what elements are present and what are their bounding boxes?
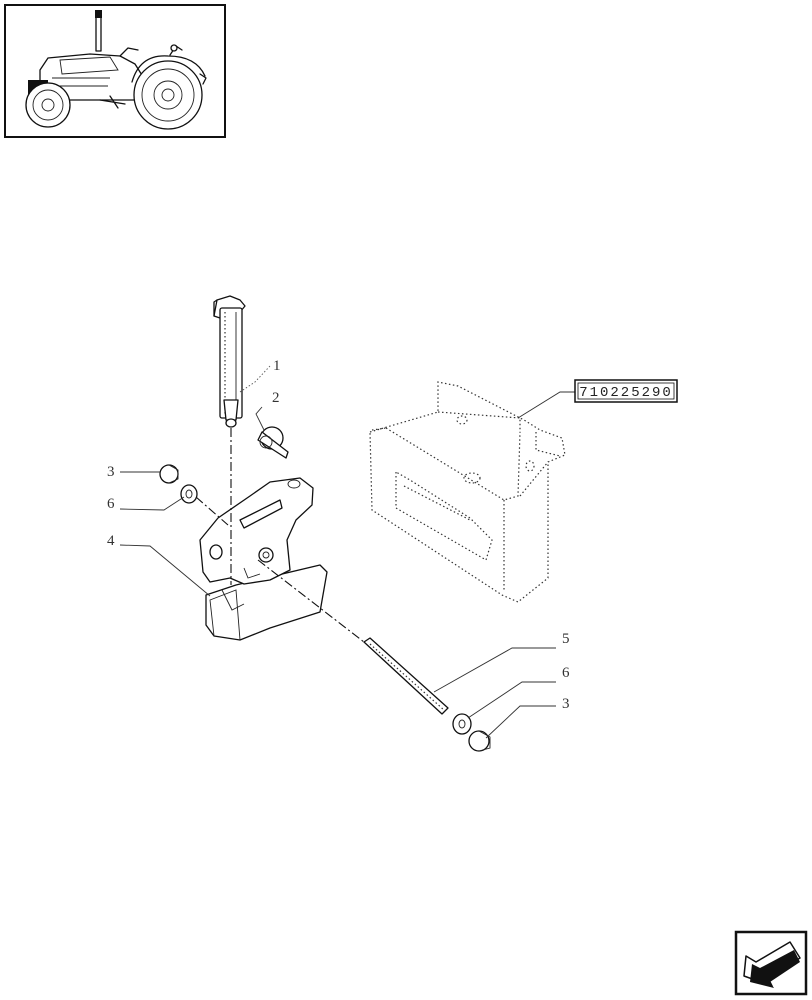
leader-lines <box>119 365 575 739</box>
previous-page-button[interactable] <box>734 930 808 996</box>
callout-5: 5 <box>562 631 570 647</box>
callout-1: 1 <box>273 358 281 374</box>
threaded-rod-part <box>363 637 449 715</box>
callout-6-lower: 6 <box>562 665 570 681</box>
tractor-thumbnail[interactable] <box>4 4 226 138</box>
callout-4: 4 <box>107 533 115 549</box>
washer-part-lower <box>452 713 472 735</box>
callout-3-upper: 3 <box>107 464 115 480</box>
nut-part-upper <box>159 464 179 484</box>
tractor-thumbnail-icon <box>25 10 207 130</box>
assembly-axis-lines <box>195 428 365 643</box>
reference-part-number: 710225290 <box>579 385 673 401</box>
callout-3-lower: 3 <box>562 696 570 712</box>
pin-part <box>213 295 246 428</box>
nut-part-lower <box>468 730 491 752</box>
callout-6-upper: 6 <box>107 496 115 512</box>
callout-2: 2 <box>272 390 280 406</box>
reference-part-number-box[interactable]: 710225290 <box>574 379 678 403</box>
bracket-part <box>199 477 328 641</box>
washer-part-upper <box>180 484 198 504</box>
front-support-reference <box>369 381 566 603</box>
snap-pin-part <box>257 426 289 459</box>
callout-labels: 1 2 3 6 4 5 6 3 <box>107 358 570 712</box>
previous-page-arrow-icon <box>743 941 801 988</box>
